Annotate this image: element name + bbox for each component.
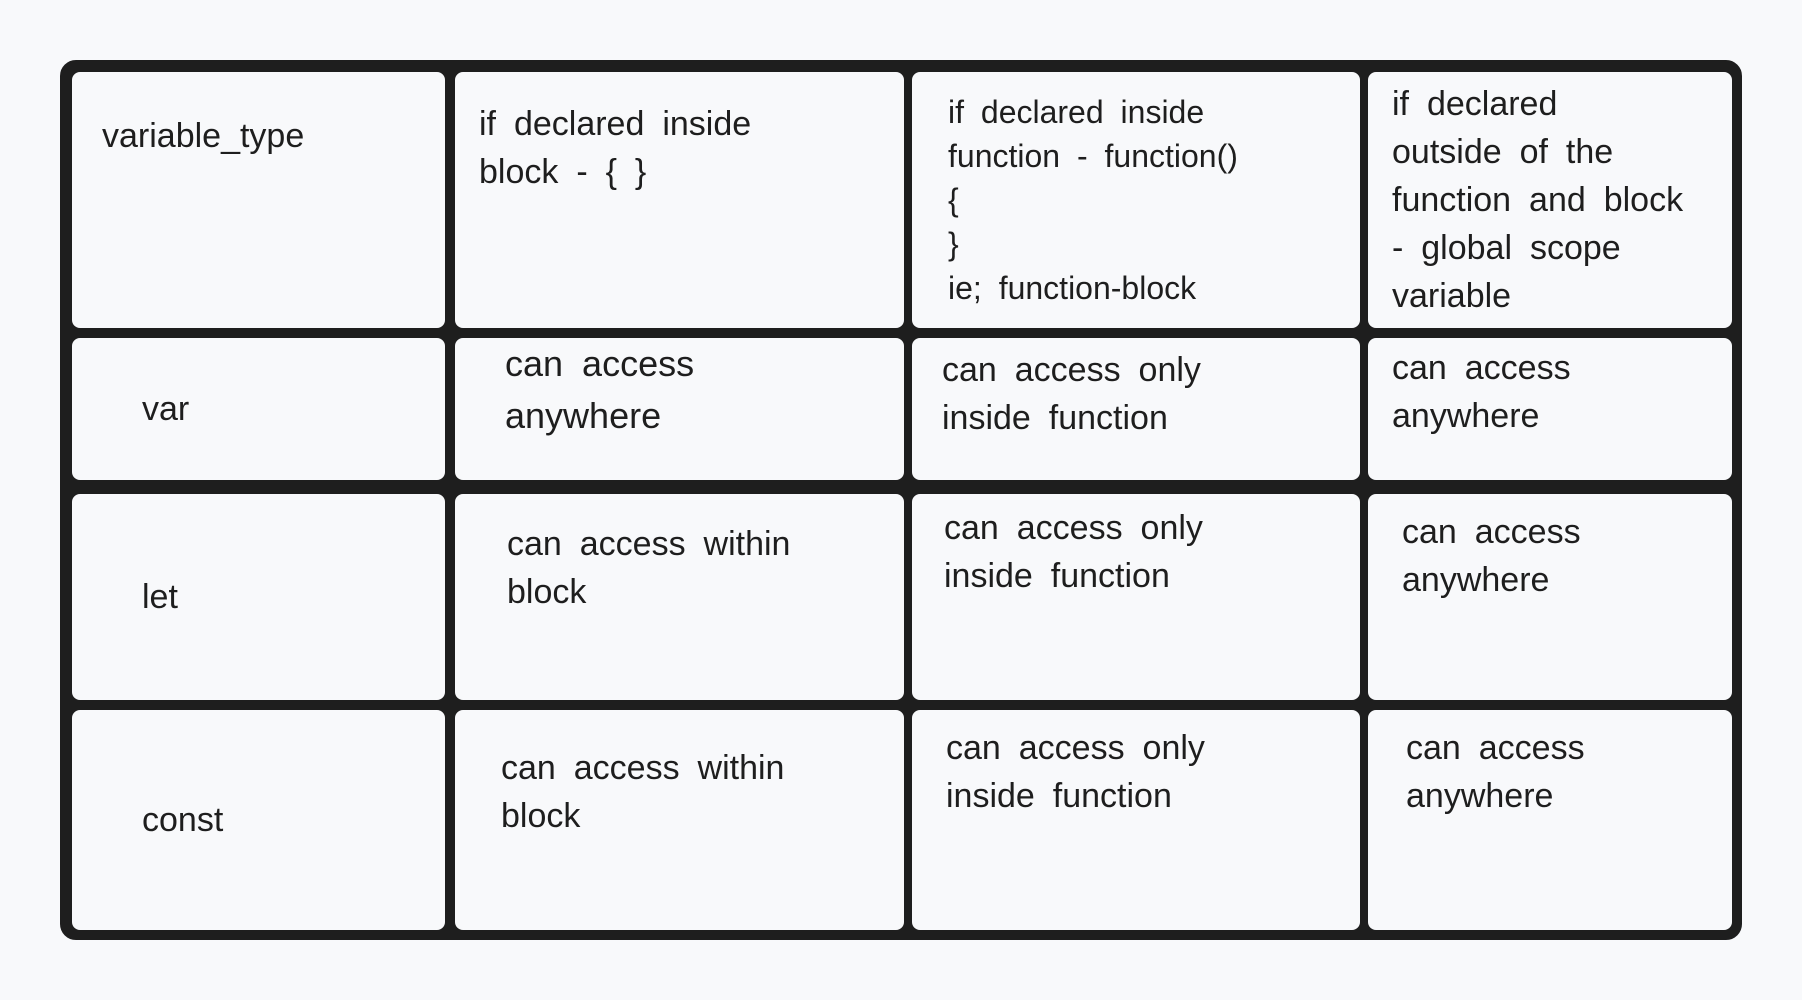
cell-var-block: can access anywhere: [455, 338, 904, 480]
cell-let-global: can access anywhere: [1368, 494, 1732, 700]
cell-var-global: can access anywhere: [1368, 338, 1732, 480]
cell-let-function: can access only inside function: [912, 494, 1360, 700]
row-head-const: const: [72, 710, 445, 930]
row-label: var: [142, 390, 190, 428]
row-head-let: let: [72, 494, 445, 700]
row-label: let: [142, 578, 178, 616]
row-head-var: var: [72, 338, 445, 480]
cell-const-global: can access anywhere: [1368, 710, 1732, 930]
row-label: const: [142, 801, 224, 839]
cell-const-function: can access only inside function: [912, 710, 1360, 930]
scope-table: variable_type if declared inside block -…: [60, 60, 1742, 940]
header-function-scope: if declared inside function - function()…: [912, 72, 1360, 328]
cell-let-block: can access within block: [455, 494, 904, 700]
header-variable-type: variable_type: [72, 72, 445, 328]
header-block-scope: if declared inside block - { }: [455, 72, 904, 328]
cell-var-function: can access only inside function: [912, 338, 1360, 480]
header-global-scope: if declared outside of the function and …: [1368, 72, 1732, 328]
cell-const-block: can access within block: [455, 710, 904, 930]
